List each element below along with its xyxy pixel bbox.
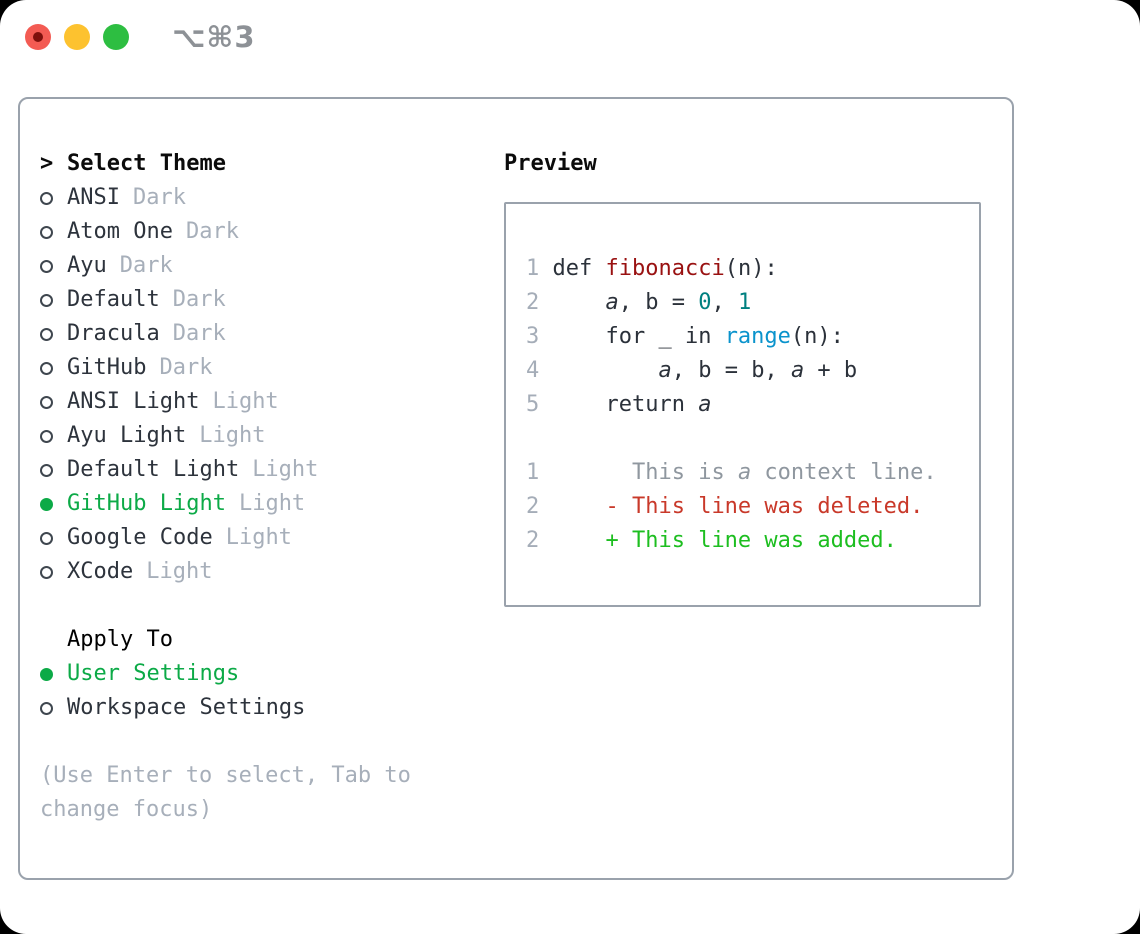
minimize-button[interactable] bbox=[64, 24, 90, 50]
apply-option-label: Workspace Settings bbox=[67, 695, 306, 720]
radio-icon bbox=[40, 429, 53, 443]
theme-variant-label: Light bbox=[199, 423, 266, 448]
line-number: 4 bbox=[526, 358, 553, 383]
theme-option-label: Dracula bbox=[67, 321, 160, 346]
theme-option-github[interactable]: GitHub Dark bbox=[40, 351, 470, 385]
code-line bbox=[526, 422, 969, 456]
line-number: 2 bbox=[526, 528, 553, 553]
code-line: 2 - This line was deleted. bbox=[526, 494, 924, 519]
theme-variant-label: Dark bbox=[119, 253, 173, 278]
theme-option-label: Atom One bbox=[67, 219, 173, 244]
radio-icon bbox=[40, 259, 53, 273]
radio-icon bbox=[40, 565, 53, 579]
theme-option-label: GitHub bbox=[67, 355, 147, 380]
hint-text: (Use Enter to select, Tab to change focu… bbox=[40, 763, 411, 822]
radio-selected-icon bbox=[40, 667, 53, 681]
theme-option-ansi[interactable]: ANSI Dark bbox=[40, 181, 470, 215]
preview-column: Preview 1 def fibonacci(n): 2 a, b = 0, 1… bbox=[504, 147, 981, 878]
code-line: 5 return a bbox=[526, 392, 712, 417]
theme-variant-label: Light bbox=[238, 491, 306, 516]
code-line: 1 def fibonacci(n): bbox=[526, 256, 778, 281]
select-theme-header: > Select Theme bbox=[40, 147, 470, 181]
theme-variant-label: Dark bbox=[185, 219, 239, 244]
apply-to-header: Apply To bbox=[40, 623, 470, 657]
theme-variant-label: Dark bbox=[132, 185, 186, 210]
theme-option-dracula[interactable]: Dracula Dark bbox=[40, 317, 470, 351]
theme-variant-label: Light bbox=[146, 559, 213, 584]
theme-variant-label: Dark bbox=[172, 287, 226, 312]
apply-to-title: Apply To bbox=[67, 627, 173, 652]
radio-icon bbox=[40, 531, 53, 545]
theme-option-ayu[interactable]: Ayu Dark bbox=[40, 249, 470, 283]
radio-icon bbox=[40, 395, 53, 409]
radio-icon bbox=[40, 327, 53, 341]
theme-option-label: Ayu bbox=[67, 253, 107, 278]
theme-option-ansi-light[interactable]: ANSI Light Light bbox=[40, 385, 470, 419]
line-number: 2 bbox=[526, 494, 553, 519]
radio-icon bbox=[40, 293, 53, 307]
theme-option-default[interactable]: Default Dark bbox=[40, 283, 470, 317]
radio-icon bbox=[40, 361, 53, 375]
preview-header: Preview bbox=[504, 147, 981, 181]
line-number: 3 bbox=[526, 324, 553, 349]
theme-variant-label: Light bbox=[252, 457, 319, 482]
close-button[interactable] bbox=[25, 24, 51, 50]
theme-option-label: Ayu Light bbox=[67, 423, 187, 448]
radio-icon bbox=[40, 463, 53, 477]
theme-option-github-light[interactable]: GitHub Light Light bbox=[40, 487, 470, 521]
code-line: 2 + This line was added. bbox=[526, 528, 897, 553]
radio-icon bbox=[40, 191, 53, 205]
radio-icon bbox=[40, 225, 53, 239]
radio-selected-icon bbox=[40, 497, 53, 511]
zoom-button[interactable] bbox=[103, 24, 129, 50]
code-line: 2 a, b = 0, 1 bbox=[526, 290, 752, 315]
theme-option-label: Default bbox=[67, 287, 160, 312]
apply-option-label: User Settings bbox=[67, 661, 240, 686]
theme-option-label: GitHub Light bbox=[67, 491, 226, 516]
theme-option-label: XCode bbox=[67, 559, 134, 584]
theme-variant-label: Dark bbox=[172, 321, 226, 346]
theme-option-label: Default Light bbox=[67, 457, 240, 482]
theme-variant-label: Light bbox=[212, 389, 279, 414]
code-line: 4 a, b = b, a + b bbox=[526, 358, 858, 383]
theme-option-label: ANSI Light bbox=[67, 389, 200, 414]
line-number: 5 bbox=[526, 392, 553, 417]
theme-option-google-code[interactable]: Google Code Light bbox=[40, 521, 470, 555]
theme-variant-label: Dark bbox=[159, 355, 213, 380]
code-line: 1 This is a context line. bbox=[526, 460, 937, 485]
titlebar: ⌥⌘3 bbox=[0, 0, 1140, 97]
theme-option-xcode[interactable]: XCode Light bbox=[40, 555, 470, 589]
radio-icon bbox=[40, 701, 53, 715]
apply-option-workspace-settings[interactable]: Workspace Settings bbox=[40, 691, 470, 725]
apply-option-user-settings[interactable]: User Settings bbox=[40, 657, 470, 691]
theme-option-label: Google Code bbox=[67, 525, 213, 550]
theme-variant-label: Light bbox=[225, 525, 292, 550]
select-theme-title: Select Theme bbox=[67, 151, 226, 176]
line-number: 1 bbox=[526, 256, 553, 281]
theme-option-atom-one[interactable]: Atom One Dark bbox=[40, 215, 470, 249]
line-number: 2 bbox=[526, 290, 553, 315]
theme-option-label: ANSI bbox=[67, 185, 120, 210]
window-shortcut-label: ⌥⌘3 bbox=[172, 20, 256, 54]
preview-title: Preview bbox=[504, 151, 597, 176]
preview-box: 1 def fibonacci(n): 2 a, b = 0, 1 3 for _ … bbox=[504, 202, 981, 607]
theme-option-ayu-light[interactable]: Ayu Light Light bbox=[40, 419, 470, 453]
code-line: 3 for _ in range(n): bbox=[526, 324, 844, 349]
theme-option-default-light[interactable]: Default Light Light bbox=[40, 453, 470, 487]
spacer bbox=[40, 589, 470, 623]
prompt-icon: > bbox=[40, 151, 54, 176]
line-number: 1 bbox=[526, 460, 553, 485]
